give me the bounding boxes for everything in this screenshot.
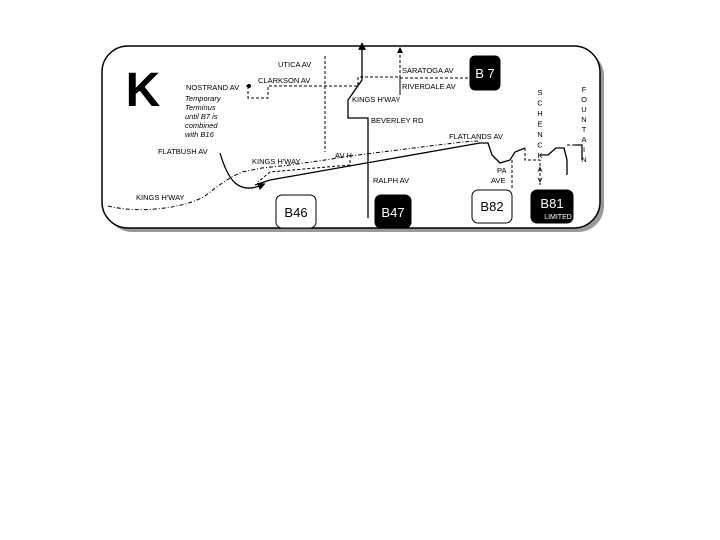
label-schenck-av-vertical: AV (537, 165, 542, 185)
label-nostrand: NOSTRAND AV (186, 83, 239, 92)
label-beverley: BEVERLEY RD (371, 116, 424, 125)
note-line-1: Temporary (185, 94, 222, 103)
badge-b82: B82 (471, 189, 513, 224)
note-line-5: with B16 (185, 130, 215, 139)
fountain-letter: F (582, 85, 587, 94)
schenck-letter: N (537, 130, 542, 139)
label-ralph: RALPH AV (373, 176, 409, 185)
note-line-4: combined (185, 121, 218, 130)
av-h-route (257, 160, 351, 183)
label-kings-hway-mid: KINGS H'WAY (252, 157, 301, 166)
label-utica: UTICA AV (278, 60, 311, 69)
nostrand-terminus-dot (247, 84, 251, 88)
label-clarkson: CLARKSON AV (258, 76, 310, 85)
label-pa-ave-1: PA (497, 166, 506, 175)
fountain-letter: U (581, 105, 586, 114)
note-line-3: until B7 is (185, 112, 218, 121)
svg-text:B81: B81 (540, 196, 563, 211)
temporary-terminus-note: Temporary Terminus until B7 is combined … (185, 94, 222, 139)
fountain-letter: N (581, 155, 586, 164)
badge-b81-limited: B81 LIMITED (530, 189, 574, 224)
fountain-letter: T (582, 125, 587, 134)
schenck-letter: H (537, 109, 542, 118)
kings-hway-left-route (107, 140, 479, 211)
label-riverdale: RIVERDALE AV (402, 82, 456, 91)
fountain-letter: N (581, 115, 586, 124)
label-flatlands: FLATLANDS AV (449, 132, 503, 141)
schenck-route (524, 148, 541, 185)
svg-text:B47: B47 (381, 205, 404, 220)
svg-text:B82: B82 (480, 199, 503, 214)
label-pa-ave-2: AVE (491, 176, 505, 185)
schenck-letter: C (537, 99, 543, 108)
schenck-av-letter: A (537, 165, 542, 174)
note-line-2: Terminus (185, 103, 216, 112)
badge-b46: B46 (275, 194, 317, 229)
label-kings-hway-top: KINGS H'WAY (352, 95, 401, 104)
schenck-letter: K (537, 151, 542, 160)
schenck-letter: E (537, 120, 542, 129)
fountain-route (540, 144, 583, 175)
map-panel (101, 45, 601, 229)
badge-b7: B 7 (469, 55, 501, 91)
utica-top-route (347, 42, 369, 218)
main-route-line (254, 142, 526, 186)
flatbush-connector (219, 152, 266, 191)
label-av-h: AV H (335, 151, 352, 160)
line-letter: K (126, 64, 161, 117)
fountain-letter: A (581, 135, 586, 144)
fountain-letter: O (581, 95, 587, 104)
schenck-av-letter: V (537, 176, 542, 185)
badge-b81-sub: LIMITED (544, 214, 572, 221)
fountain-letter: I (583, 145, 585, 154)
label-kings-hway-left: KINGS H'WAY (136, 193, 185, 202)
clarkson-route (247, 76, 470, 99)
schenck-letter: S (537, 88, 542, 97)
label-saratoga: SARATOGA AV (402, 66, 454, 75)
label-flatbush: FLATBUSH AV (158, 147, 208, 156)
schenck-letter: C (537, 141, 543, 150)
svg-text:B 7: B 7 (475, 66, 495, 81)
svg-text:B46: B46 (284, 205, 307, 220)
badge-b47: B47 (374, 194, 412, 229)
